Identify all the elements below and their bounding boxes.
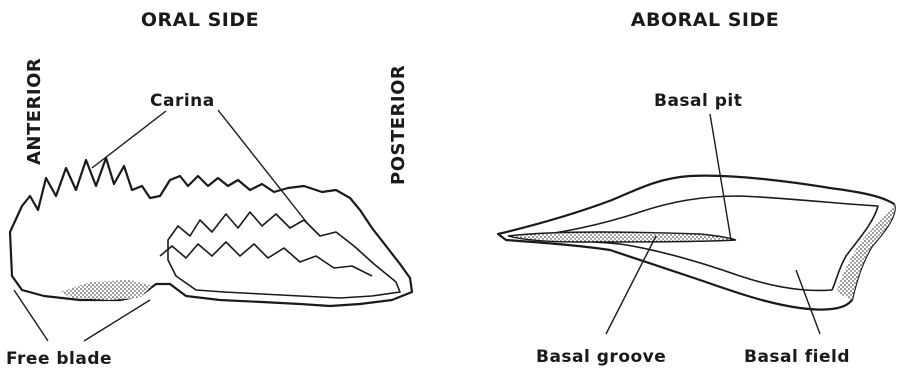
basal-field-label: Basal field (744, 347, 850, 367)
basal-pit-label: Basal pit (654, 91, 742, 111)
oral-side-title: ORAL SIDE (141, 9, 259, 31)
basal-field-leader (796, 270, 820, 334)
aboral-element-outline (498, 176, 895, 310)
free-blade-shadow (60, 280, 152, 300)
anterior-label: ANTERIOR (24, 58, 45, 165)
posterior-label: POSTERIOR (388, 65, 409, 185)
free-blade-leader-left (14, 290, 48, 341)
aboral-side-title: ABORAL SIDE (631, 9, 779, 31)
oral-side-view: ORAL SIDE ANTERIOR POSTERIOR Carina Free… (6, 9, 412, 369)
basal-pit (508, 232, 736, 242)
basal-margin-shadow (836, 204, 895, 300)
carina-label: Carina (150, 91, 215, 111)
carina-ridge (168, 212, 400, 298)
lower-denticle-row (160, 242, 372, 276)
free-blade-label: Free blade (6, 349, 112, 369)
basal-field-outline (520, 196, 878, 290)
free-blade-leader-right (84, 300, 150, 341)
aboral-side-view: ABORAL SIDE Basal pit Basal groove Basal… (498, 9, 895, 367)
carina-leader-left (92, 111, 166, 168)
carina-leader-right (218, 110, 308, 224)
basal-groove-label: Basal groove (536, 347, 666, 367)
